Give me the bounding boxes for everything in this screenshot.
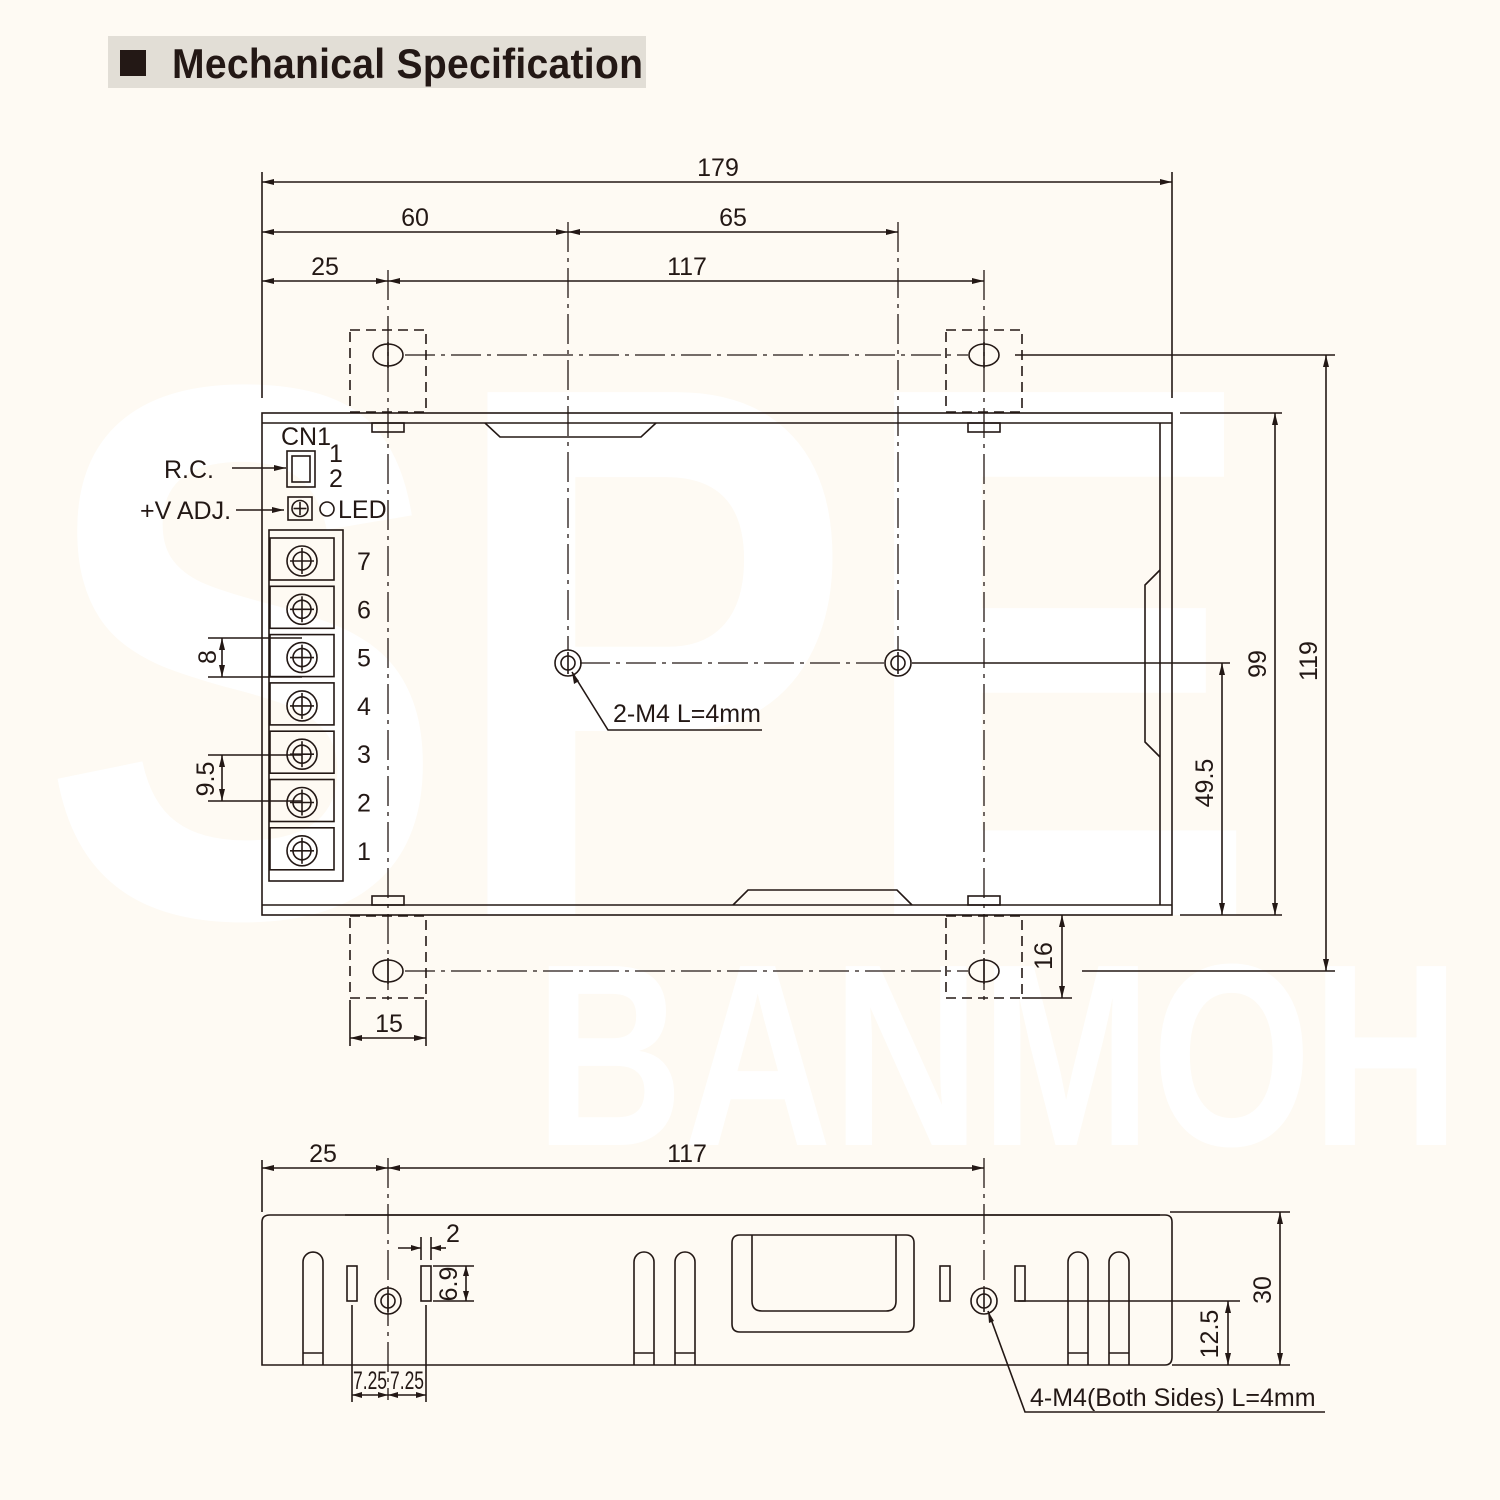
- terminal-number-label: 4: [357, 693, 371, 721]
- dim-hole-x1: 60: [401, 204, 429, 232]
- watermark-large: SPE: [40, 228, 1260, 1077]
- dim-hole-height: 49.5: [1191, 759, 1219, 808]
- dim-tab-offset: 16: [1030, 942, 1058, 970]
- side-dim-slot-height: 6.9: [435, 1267, 463, 1302]
- terminal-number-label: 7: [357, 548, 371, 576]
- terminal-number-label: 5: [357, 645, 371, 673]
- dimension-arrows: [219, 179, 1329, 1398]
- dim-tab-spacing: 117: [667, 253, 707, 281]
- terminal-number-label: 2: [357, 790, 371, 818]
- section-title: Mechanical Specification: [172, 40, 644, 87]
- side-dim-right-offset: 7.25: [390, 1367, 424, 1395]
- side-dim-edge-to-tab: 25: [309, 1140, 337, 1168]
- dim-terminal-offset: 9.5: [192, 762, 220, 797]
- dim-hole-spacing-mid: 65: [719, 204, 747, 232]
- watermark-small: BANMOH: [535, 911, 1460, 1201]
- side-dim-height: 30: [1249, 1276, 1277, 1304]
- cn1-pin2-label: 2: [329, 465, 343, 493]
- side-dim-tab-spacing: 117: [667, 1140, 707, 1168]
- mount-note-top: 2-M4 L=4mm: [613, 700, 761, 728]
- side-dim-hole-height: 12.5: [1196, 1310, 1224, 1359]
- mount-note-side: 4-M4(Both Sides) L=4mm: [1030, 1384, 1316, 1412]
- terminal-slot: [269, 537, 335, 581]
- led-indicator: [319, 501, 335, 517]
- bottom-notch: [732, 889, 913, 906]
- side-dim-left-offset: 7.25: [353, 1367, 387, 1395]
- dim-tab-height: 119: [1295, 641, 1323, 681]
- terminal-screw-icon: [286, 545, 318, 577]
- terminal-slot: [269, 682, 335, 726]
- mount-hole-center-left: [554, 649, 582, 677]
- side-opening: [731, 1234, 915, 1333]
- side-vents: [302, 1251, 1130, 1365]
- terminal-screw-icon: [286, 690, 318, 722]
- mount-hole-center-right: [884, 649, 912, 677]
- terminal-number-label: 6: [357, 596, 371, 624]
- cn1-connector: [286, 450, 316, 488]
- side-dim-slot-width: 2: [446, 1220, 460, 1248]
- top-notch: [484, 422, 657, 438]
- terminal-screw-icon: [286, 593, 318, 626]
- terminal-number-label: 1: [357, 838, 371, 866]
- terminal-slot: [269, 826, 335, 871]
- terminal-screw-icon: [286, 641, 318, 674]
- terminal-screw-icon: [286, 834, 318, 867]
- dim-tab-width: 15: [375, 1010, 403, 1038]
- terminal-screw-icon: [286, 786, 318, 819]
- section-header: Mechanical Specification: [108, 36, 646, 88]
- dim-terminal-pitch: 8: [194, 650, 222, 664]
- terminal-number-label: 3: [357, 741, 371, 769]
- led-label: LED: [338, 496, 387, 524]
- side-body-outline: [261, 1214, 1173, 1366]
- vadj-label: +V ADJ.: [140, 497, 231, 525]
- terminal-block: [268, 529, 344, 882]
- dim-edge-to-tab: 25: [311, 253, 339, 281]
- cn1-label: CN1: [281, 423, 331, 451]
- terminal-slot: [269, 585, 335, 630]
- dim-body-height: 99: [1244, 650, 1272, 678]
- cn1-pin1-label: 1: [329, 440, 343, 468]
- header-square-icon: [120, 50, 146, 76]
- rc-label: R.C.: [164, 456, 214, 484]
- terminal-slot: [269, 730, 335, 775]
- top-body-outline: [261, 412, 1173, 916]
- dim-overall-length: 179: [697, 154, 739, 182]
- v-adj-pot: [287, 496, 313, 521]
